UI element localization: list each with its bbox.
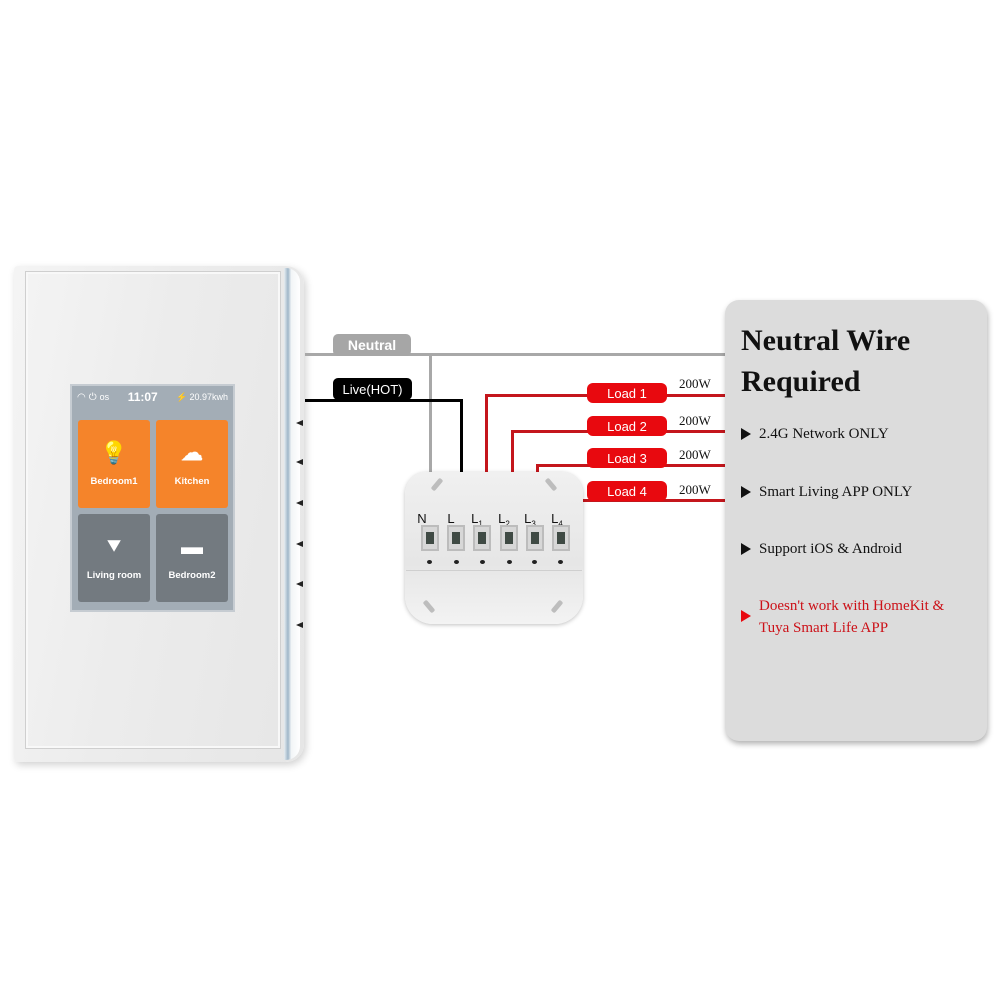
load3-power: 200W <box>679 447 711 462</box>
edge-arrow-icon <box>296 420 303 426</box>
terminal-label-l: L <box>447 511 455 526</box>
live-wire-drop <box>460 399 463 529</box>
screw-icon <box>454 560 459 564</box>
triangle-bullet-icon <box>741 428 751 440</box>
power-icon: ⏻ <box>88 391 97 403</box>
tile-label: Kitchen <box>174 475 210 487</box>
room-tile-grid: 💡 Bedroom1 ☁ Kitchen ⯆ Living room ▬ Bed… <box>78 420 228 602</box>
tile-label: Bedroom2 <box>168 569 216 581</box>
terminal-l2 <box>500 525 518 551</box>
live-hot-label: Live(HOT) <box>333 378 412 400</box>
edge-arrow-icon <box>296 541 303 547</box>
tile-label: Bedroom1 <box>90 475 138 487</box>
terminal-l3 <box>526 525 544 551</box>
terminal-l1 <box>473 525 491 551</box>
screw-icon <box>532 560 537 564</box>
triangle-bullet-icon <box>741 610 751 622</box>
triangle-bullet-icon <box>741 486 751 498</box>
screw-icon <box>427 560 432 564</box>
neutral-wire <box>305 353 725 356</box>
bullet-compatibility-warning: Doesn't work with HomeKit & Tuya Smart L… <box>741 595 944 639</box>
edge-arrow-icon <box>296 459 303 465</box>
room-tile-bedroom2[interactable]: ▬ Bedroom2 <box>156 514 228 602</box>
neutral-label: Neutral <box>333 334 411 356</box>
load2-power: 200W <box>679 413 711 428</box>
bullet-app: Smart Living APP ONLY <box>741 481 912 503</box>
energy-reading: 20.97kwh <box>189 392 228 402</box>
bed-icon: ▬ <box>181 533 203 559</box>
tile-label: Living room <box>86 569 142 581</box>
screw-icon <box>480 560 485 564</box>
panel-side-edge <box>284 268 300 760</box>
chef-hat-icon: ☁ <box>181 439 203 465</box>
live-wire <box>305 399 463 402</box>
load1-label: Load 1 <box>587 383 667 403</box>
room-tile-kitchen[interactable]: ☁ Kitchen <box>156 420 228 508</box>
triangle-bullet-icon <box>741 543 751 555</box>
screw-icon <box>507 560 512 564</box>
bullet-network: 2.4G Network ONLY <box>741 423 889 445</box>
load2-label: Load 2 <box>587 416 667 436</box>
load4-label: Load 4 <box>587 481 667 501</box>
panel-glass-frame <box>25 271 281 749</box>
bullet-platforms: Support iOS & Android <box>741 538 902 560</box>
edge-arrow-icon <box>296 581 303 587</box>
desk-lamp-icon: 💡 <box>100 439 128 465</box>
spotlight-icon: ⯆ <box>105 533 123 559</box>
terminal-n <box>421 525 439 551</box>
neutral-wire-drop <box>429 353 432 528</box>
terminal-label-l3: L3 <box>524 511 536 529</box>
screw-icon <box>558 560 563 564</box>
status-bar: ◠ ⏻ os 11:07 ⚡ 20.97kwh <box>72 386 233 408</box>
os-label: os <box>99 392 110 402</box>
card-title: Neutral Wire Required <box>741 324 911 398</box>
module-divider <box>406 570 582 571</box>
terminal-label-l2: L2 <box>498 511 510 529</box>
terminal-label-l4: L4 <box>551 511 563 529</box>
terminal-label-n: N <box>417 511 427 526</box>
info-card <box>725 300 987 741</box>
edge-arrow-icon <box>296 622 303 628</box>
terminal-label-l1: L1 <box>471 511 483 529</box>
load1-wire-drop <box>485 394 488 530</box>
clock-time: 11:07 <box>127 390 158 404</box>
edge-arrow-icon <box>296 500 303 506</box>
load1-power: 200W <box>679 376 711 391</box>
terminal-l4 <box>552 525 570 551</box>
wifi-icon: ◠ <box>77 391 86 403</box>
load3-label: Load 3 <box>587 448 667 468</box>
lightning-icon: ⚡ <box>176 391 188 402</box>
terminal-l <box>447 525 465 551</box>
room-tile-bedroom1[interactable]: 💡 Bedroom1 <box>78 420 150 508</box>
touch-screen: ◠ ⏻ os 11:07 ⚡ 20.97kwh 💡 Bedroom1 ☁ Kit… <box>70 384 235 612</box>
room-tile-living-room[interactable]: ⯆ Living room <box>78 514 150 602</box>
load4-power: 200W <box>679 482 711 497</box>
